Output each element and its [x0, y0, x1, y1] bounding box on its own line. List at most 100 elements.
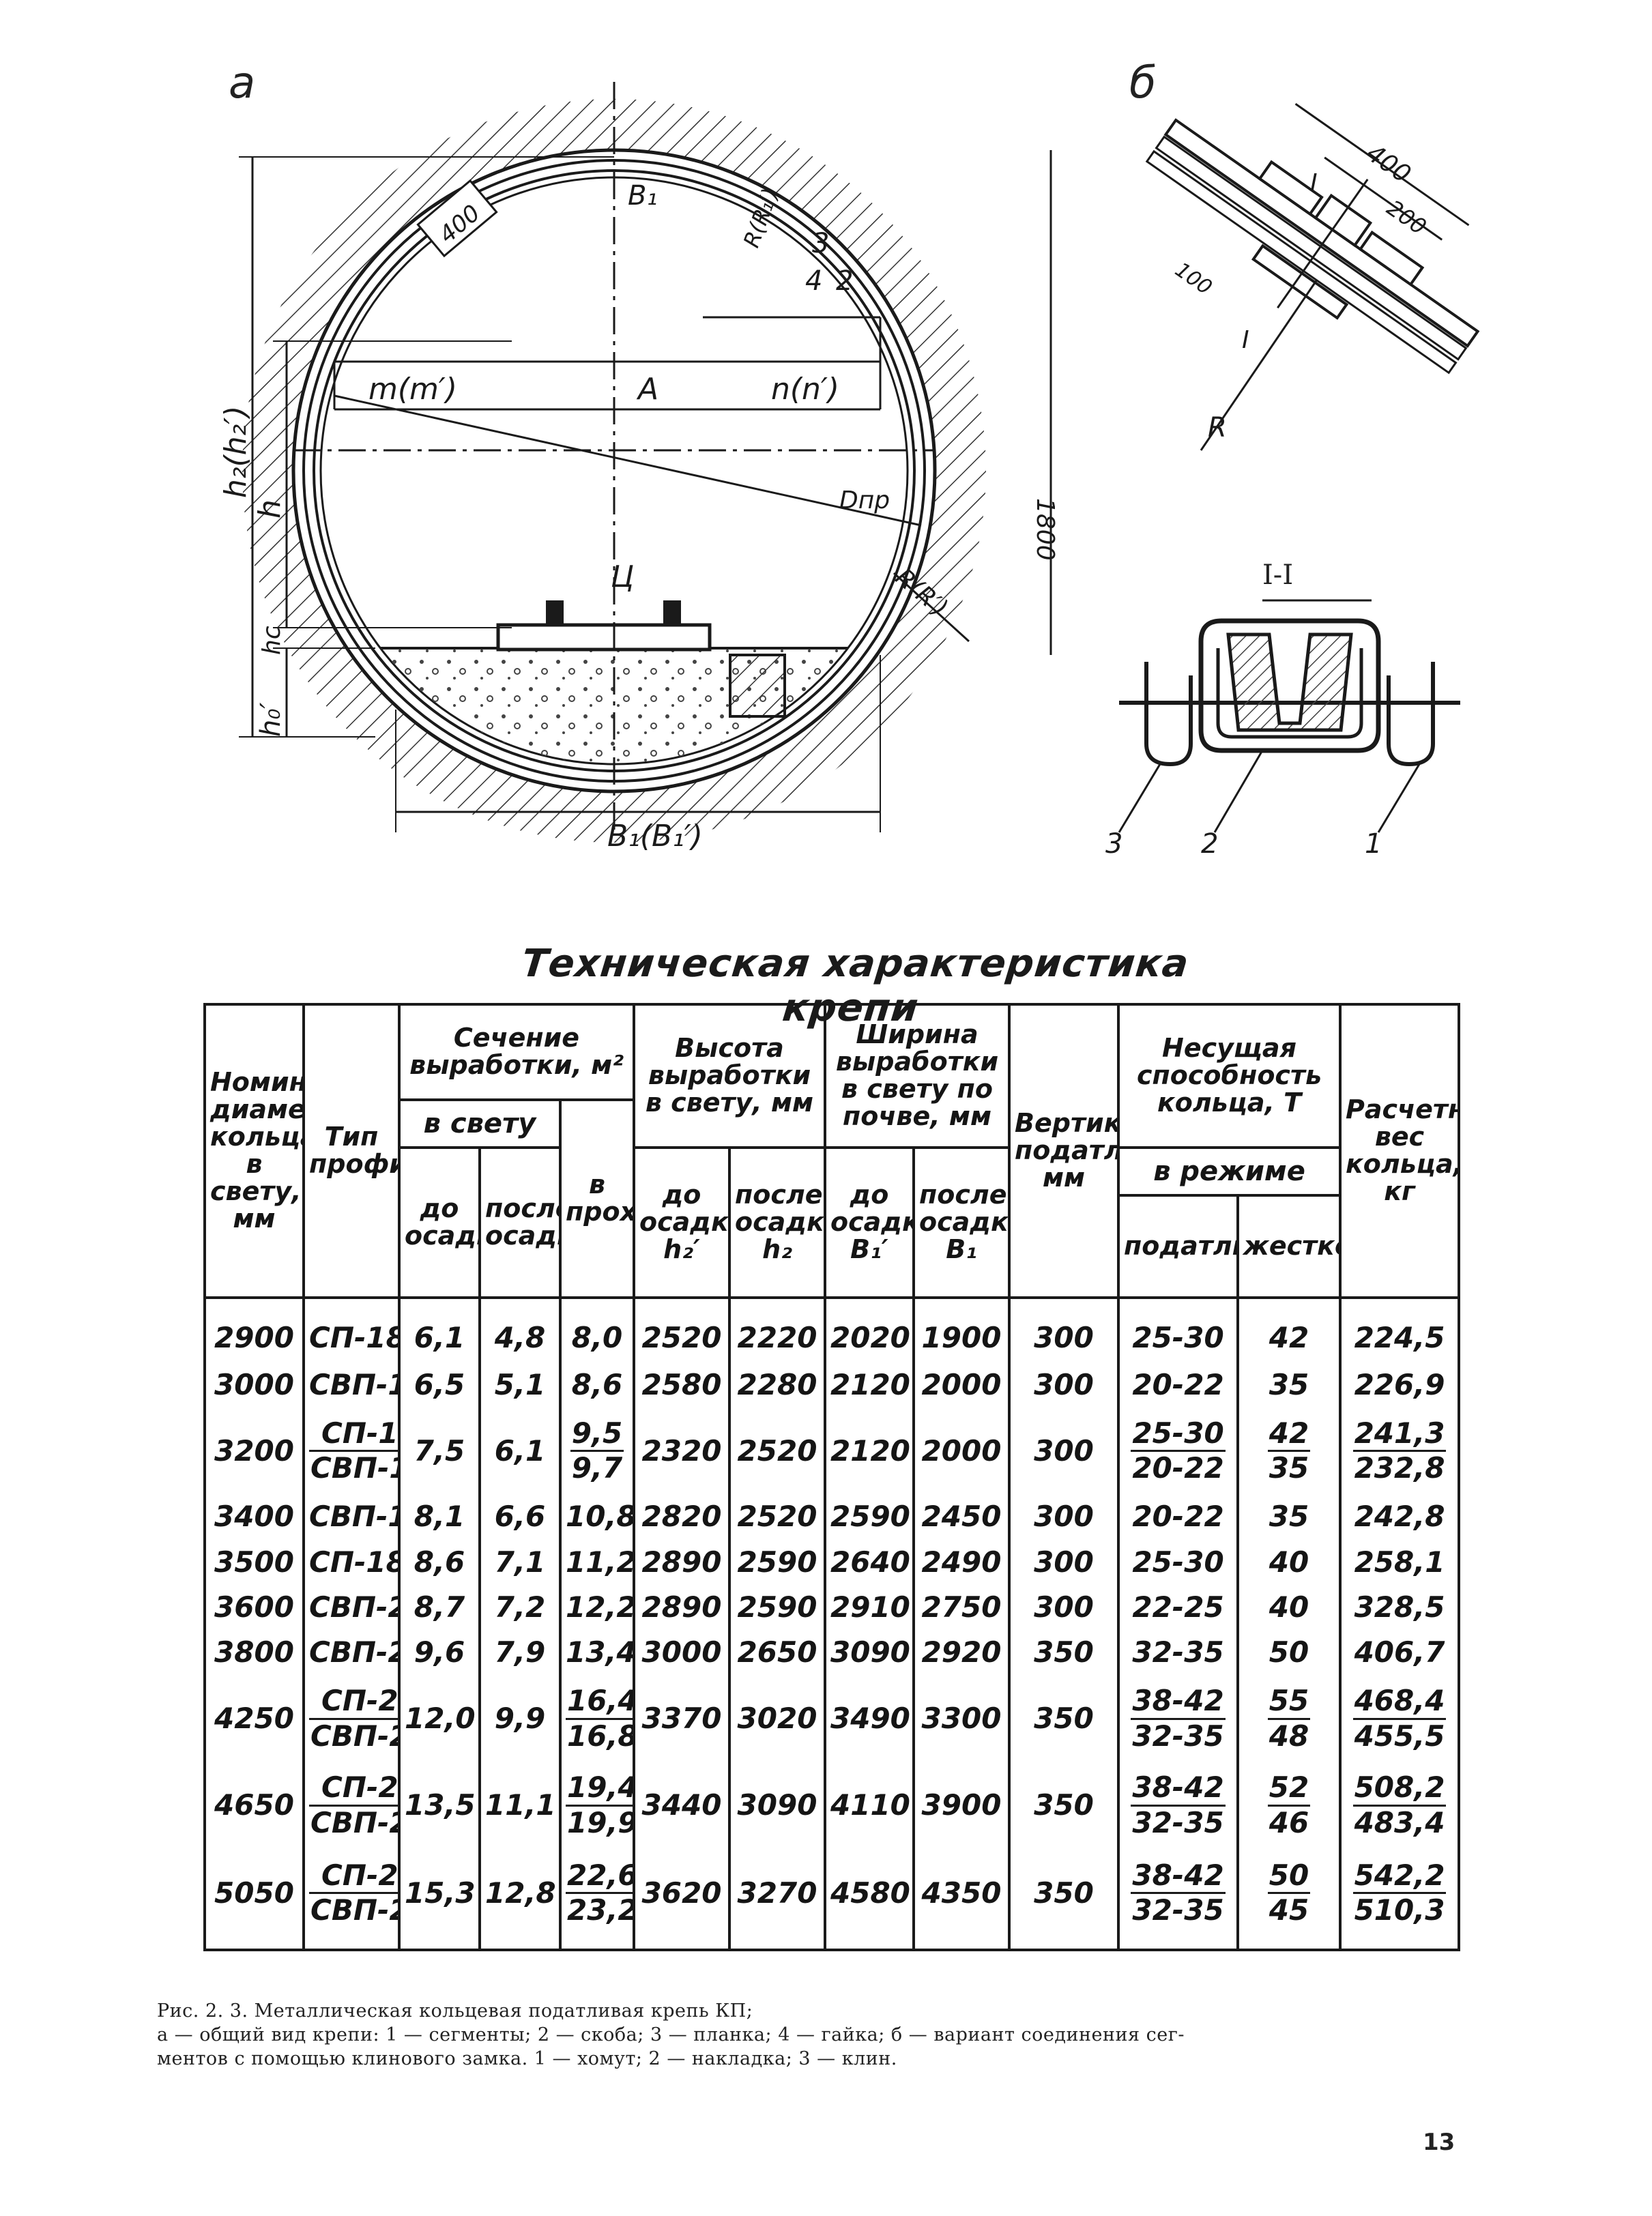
- cell-nominal: 4650: [203, 1762, 305, 1849]
- cell-height-after: 2520: [728, 1494, 826, 1540]
- cell-width-after: 2490: [912, 1539, 1011, 1585]
- cell-profile: СП-28СВП-27: [302, 1848, 401, 1952]
- cell-section-before: 8,1: [398, 1494, 481, 1540]
- fraction-top: СП-28: [309, 1685, 396, 1720]
- cell-capacity-rigid: 35: [1236, 1362, 1342, 1408]
- cell-section-before: 8,7: [398, 1584, 481, 1631]
- cell-width-before: 2020: [824, 1298, 915, 1362]
- cell-vertical: 300: [1008, 1539, 1120, 1585]
- table-row: 4650СП-28СВП-2713,511,119,419,9344030904…: [203, 1762, 1461, 1849]
- spec-table: Номинальный диаметр кольца в свету, мм Т…: [203, 1003, 1461, 1952]
- fraction-bottom: 232,8: [1354, 1451, 1445, 1485]
- fraction-top: 508,2: [1352, 1771, 1447, 1807]
- label-b-i-top: I: [1310, 169, 1318, 197]
- header-section: Сечение выработки, м²: [398, 1003, 635, 1101]
- cell-section-drift: 8,0: [559, 1298, 635, 1362]
- header-height: Высота выработки в свету, мм: [633, 1003, 826, 1149]
- section-label: I-I: [1262, 559, 1294, 591]
- cell-height-before: 2520: [633, 1298, 731, 1362]
- cell-vertical: 350: [1008, 1675, 1120, 1762]
- cell-height-after: 3090: [728, 1762, 826, 1849]
- table-row: 3600СВП-228,77,212,228902590291027503002…: [203, 1584, 1461, 1631]
- fraction-bottom: СВП-17: [310, 1451, 396, 1485]
- label-b-200: 200: [1382, 194, 1431, 239]
- caption-line-3: ментов с помощью клинового замка. 1 — хо…: [157, 2048, 897, 2070]
- cell-section-before: 6,5: [398, 1362, 481, 1408]
- fraction-top: 19,4: [566, 1771, 631, 1807]
- cell-height-before: 2820: [633, 1494, 731, 1540]
- cell-height-before: 2890: [633, 1584, 731, 1631]
- fraction-value: СП-28СВП-27: [309, 1771, 396, 1839]
- cell-nominal: 3000: [203, 1362, 305, 1408]
- header-vertical: Вертикальная податливость, мм: [1008, 1003, 1120, 1299]
- label-c-2: 2: [1201, 828, 1218, 860]
- label-c-3: 3: [1105, 828, 1122, 860]
- cell-vertical: 350: [1008, 1762, 1120, 1849]
- fraction-top: СП-18: [309, 1416, 396, 1453]
- sleeper: [496, 623, 712, 652]
- fraction-value: СП-18СВП-17: [309, 1416, 396, 1485]
- label-num-2: 2: [836, 265, 853, 297]
- cell-section-drift: 8,6: [559, 1362, 635, 1408]
- cell-section-after: 6,6: [478, 1494, 562, 1540]
- label-1800: 1800: [1031, 498, 1059, 561]
- drain-channel: [729, 654, 786, 718]
- fraction-top: 52: [1267, 1771, 1311, 1807]
- fraction-bottom: 455,5: [1354, 1719, 1445, 1753]
- label-hc: hс: [258, 626, 286, 655]
- fraction-bottom: 16,8: [567, 1719, 634, 1753]
- cell-nominal: 3800: [203, 1630, 305, 1676]
- cell-capacity-yield: 25-30: [1117, 1539, 1240, 1585]
- cell-nominal: 5050: [203, 1848, 305, 1952]
- cell-vertical: 350: [1008, 1630, 1120, 1676]
- cell-height-after: 3020: [728, 1675, 826, 1762]
- cell-profile: СП-28СВП-27: [302, 1675, 401, 1762]
- rail-right: [663, 600, 681, 625]
- cell-capacity-rigid: 40: [1236, 1539, 1342, 1585]
- cell-width-before: 2910: [824, 1584, 915, 1631]
- cell-section-before: 8,6: [398, 1539, 481, 1585]
- fraction-top: 25-30: [1131, 1416, 1226, 1453]
- fraction-top: 38-42: [1131, 1685, 1226, 1720]
- header-capacity-mode: в режиме: [1117, 1146, 1342, 1197]
- cell-height-before: 2320: [633, 1408, 731, 1495]
- header-height-before: до осадки h₂′: [633, 1146, 731, 1299]
- cell-section-before: 13,5: [398, 1762, 481, 1849]
- table-row: 4250СП-28СВП-2712,09,916,416,83370302034…: [203, 1675, 1461, 1762]
- cell-width-after: 2000: [912, 1362, 1011, 1408]
- label-ts: Ц: [611, 559, 634, 594]
- wedge-lock-drawing: 400 200 100 I I R: [1145, 103, 1480, 451]
- fraction-bottom: СВП-27: [310, 1719, 396, 1753]
- cell-width-before: 2120: [824, 1362, 915, 1408]
- cell-weight: 226,9: [1339, 1362, 1461, 1408]
- cell-section-drift: 11,2: [559, 1539, 635, 1585]
- header-height-after: после осадки h₂: [728, 1146, 826, 1299]
- label-b1-bottom: B₁(B₁′): [607, 819, 703, 854]
- fraction-top: СП-28: [309, 1771, 396, 1807]
- section-i-i-drawing: 3 2 1: [1105, 599, 1460, 860]
- cell-section-drift: 10,8: [559, 1494, 635, 1540]
- cell-capacity-rigid: 35: [1236, 1494, 1342, 1540]
- cell-section-after: 12,8: [478, 1848, 562, 1952]
- fraction-top: 22,6: [566, 1858, 631, 1895]
- cell-width-before: 3490: [824, 1675, 915, 1762]
- cell-vertical: 300: [1008, 1298, 1120, 1362]
